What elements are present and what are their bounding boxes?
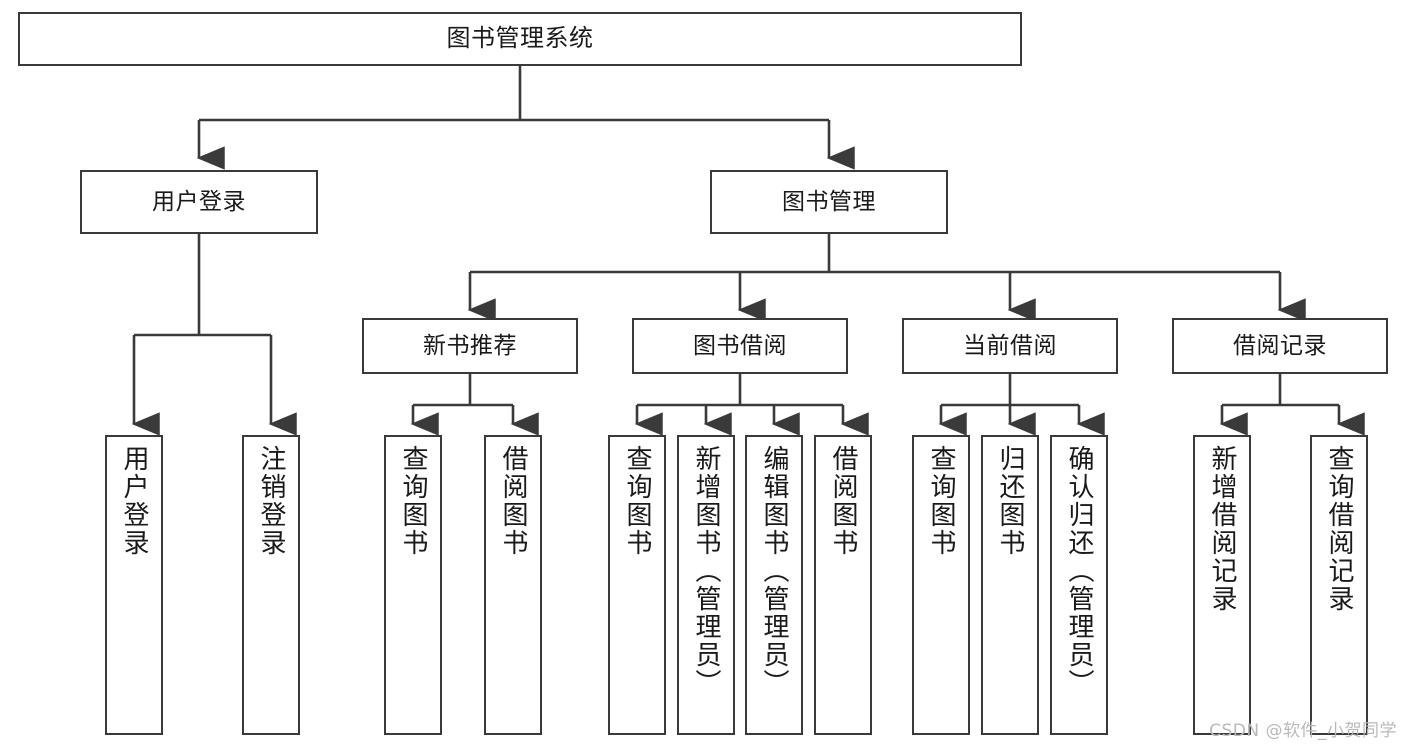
leaf-book-borrow-add-admin[interactable]: 新增图书（管理员）	[677, 435, 735, 735]
node-new-book-recommend[interactable]: 新书推荐	[362, 318, 578, 374]
node-label: 新书推荐	[423, 332, 517, 359]
leaf-user-login-logout[interactable]: 注销登录	[242, 435, 300, 735]
node-label: 查询图书	[398, 445, 428, 557]
node-label: 借阅记录	[1233, 332, 1327, 359]
node-label: 查询图书	[622, 445, 652, 557]
node-current-borrow[interactable]: 当前借阅	[902, 318, 1118, 374]
node-label: 借阅图书	[828, 445, 858, 557]
leaf-book-borrow-edit-admin[interactable]: 编辑图书（管理员）	[745, 435, 803, 735]
leaf-book-borrow-borrow[interactable]: 借阅图书	[814, 435, 872, 735]
leaf-current-borrow-confirm-admin[interactable]: 确认归还（管理员）	[1050, 435, 1108, 735]
node-label: 图书管理系统	[446, 24, 594, 53]
node-borrow-record[interactable]: 借阅记录	[1172, 318, 1388, 374]
leaf-user-login-login[interactable]: 用户登录	[105, 435, 163, 735]
node-label: 图书管理	[782, 188, 876, 215]
node-label: 确认归还（管理员）	[1064, 445, 1094, 697]
node-label: 借阅图书	[498, 445, 528, 557]
node-label: 当前借阅	[963, 332, 1057, 359]
csdn-watermark: CSDN @软件_小贺同学	[1209, 721, 1397, 741]
node-label: 编辑图书（管理员）	[759, 445, 789, 697]
node-label: 归还图书	[995, 445, 1025, 557]
node-user-login[interactable]: 用户登录	[80, 170, 318, 234]
node-label: 新增借阅记录	[1207, 445, 1237, 613]
node-label: 用户登录	[152, 188, 246, 215]
node-book-management[interactable]: 图书管理	[710, 170, 948, 234]
node-label: 查询借阅记录	[1324, 445, 1354, 613]
node-label: 用户登录	[119, 445, 149, 557]
leaf-current-borrow-query[interactable]: 查询图书	[912, 435, 970, 735]
leaf-new-book-borrow[interactable]: 借阅图书	[484, 435, 542, 735]
leaf-new-book-query[interactable]: 查询图书	[384, 435, 442, 735]
leaf-book-borrow-query[interactable]: 查询图书	[608, 435, 666, 735]
leaf-borrow-record-query[interactable]: 查询借阅记录	[1310, 435, 1368, 735]
node-label: 查询图书	[926, 445, 956, 557]
node-root-library-system[interactable]: 图书管理系统	[18, 12, 1022, 66]
node-label: 新增图书（管理员）	[691, 445, 721, 697]
leaf-borrow-record-add[interactable]: 新增借阅记录	[1193, 435, 1251, 735]
node-book-borrow[interactable]: 图书借阅	[632, 318, 848, 374]
node-label: 图书借阅	[693, 332, 787, 359]
node-label: 注销登录	[256, 445, 286, 557]
leaf-current-borrow-return[interactable]: 归还图书	[981, 435, 1039, 735]
